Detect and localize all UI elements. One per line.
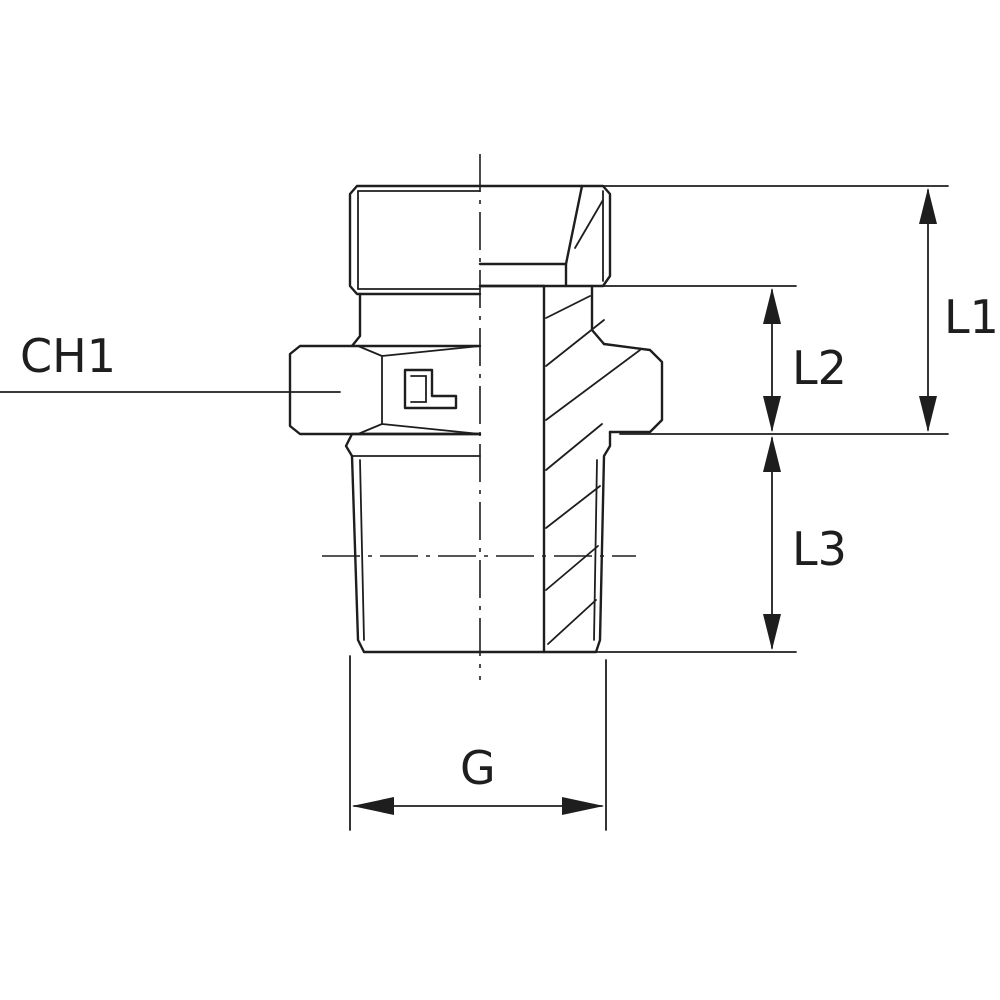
dimension-ch1: CH1 <box>0 329 341 393</box>
manufacturer-logo-icon <box>403 368 458 410</box>
section-hatching <box>545 295 641 645</box>
dimension-l2: L2 <box>591 285 847 432</box>
l1-label: L1 <box>944 290 999 344</box>
dimension-l3: L3 <box>595 436 847 653</box>
l3-label: L3 <box>792 522 847 576</box>
g-label: G <box>460 741 496 795</box>
dimension-g: G <box>349 655 607 831</box>
dimension-l1: L1 <box>602 185 999 435</box>
l2-label: L2 <box>792 341 847 395</box>
upper-thread <box>348 184 612 296</box>
lower-thread <box>344 284 612 654</box>
center-lines <box>322 154 636 680</box>
hex-body <box>288 342 664 436</box>
ch1-label: CH1 <box>20 329 116 383</box>
